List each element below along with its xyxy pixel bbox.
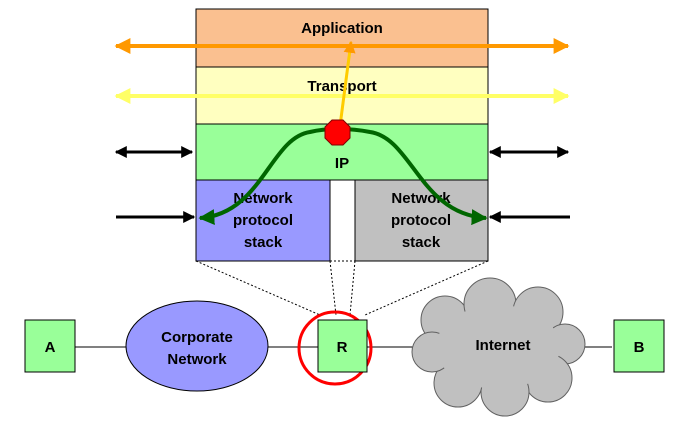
ip-label: IP	[335, 155, 349, 172]
router-label: R	[337, 339, 348, 356]
host-b-label: B	[634, 339, 645, 356]
host-a-box	[24, 319, 76, 373]
application-layer	[195, 8, 489, 68]
corporate-label-line2: Network	[167, 351, 227, 368]
router-highlight-circle	[297, 310, 373, 386]
right-stack-label-line3: stack	[402, 234, 441, 251]
cloud-icon	[411, 277, 586, 417]
left-stack-label-line2: protocol	[233, 212, 293, 229]
corporate-label-line1: Corporate	[161, 329, 233, 346]
stop-octagon-icon	[324, 119, 351, 146]
application-label: Application	[301, 20, 383, 37]
host-b-box	[613, 319, 665, 373]
left-stack-label-line3: stack	[244, 234, 283, 251]
projection-line-left-inner	[329, 260, 337, 316]
transport-label: Transport	[307, 78, 376, 95]
host-a-label: A	[45, 339, 56, 356]
router-box	[317, 319, 368, 373]
internet-label: Internet	[475, 337, 530, 354]
projection-line-left-outer	[195, 260, 321, 316]
corporate-network	[125, 300, 269, 392]
projection-line-right-inner	[349, 260, 356, 316]
upcall-arrow	[338, 40, 356, 127]
right-stack-label-line2: protocol	[391, 212, 451, 229]
